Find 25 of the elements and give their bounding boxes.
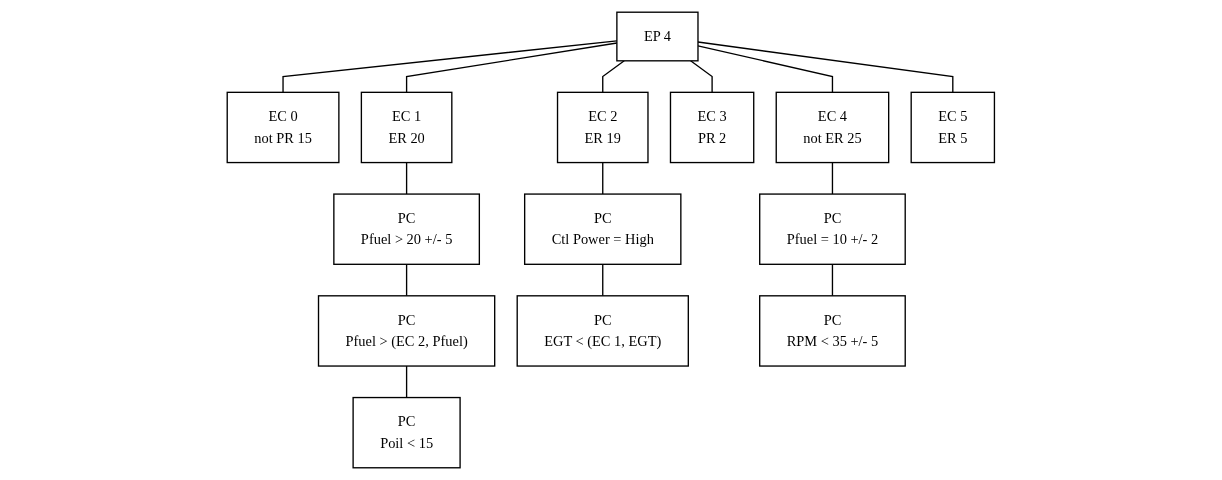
node-box: PC Pfuel > 20 +/- 5 — [333, 193, 481, 265]
connector — [282, 40, 618, 93]
node-box: PC Poil < 15 — [352, 396, 461, 469]
node-box: PC Pfuel > (EC 2, Pfuel) — [318, 295, 496, 367]
connector — [406, 263, 408, 297]
connector — [602, 263, 604, 297]
connector — [602, 60, 626, 93]
connector — [406, 365, 408, 399]
node-box: EC 4 not ER 25 — [775, 91, 890, 164]
node-box: EP 4 — [616, 11, 699, 62]
node-box: PC EGT < (EC 1, EGT) — [516, 295, 690, 367]
connector — [406, 161, 408, 195]
connector — [690, 60, 713, 93]
connector — [831, 161, 834, 195]
node-box: EC 3 PR 2 — [669, 91, 755, 164]
node-box: PC Ctl Power = High — [524, 193, 682, 265]
connector — [831, 263, 834, 297]
node-box: EC 0 not PR 15 — [226, 91, 340, 164]
node-box: EC 2 ER 19 — [557, 91, 649, 164]
node-box: PC RPM < 35 +/- 5 — [759, 295, 907, 367]
node-box: PC Pfuel = 10 +/- 2 — [759, 193, 907, 265]
connector — [602, 161, 604, 195]
connector — [406, 42, 618, 93]
node-box: EC 1 ER 20 — [360, 91, 453, 164]
node-box: EC 5 ER 5 — [910, 91, 996, 164]
